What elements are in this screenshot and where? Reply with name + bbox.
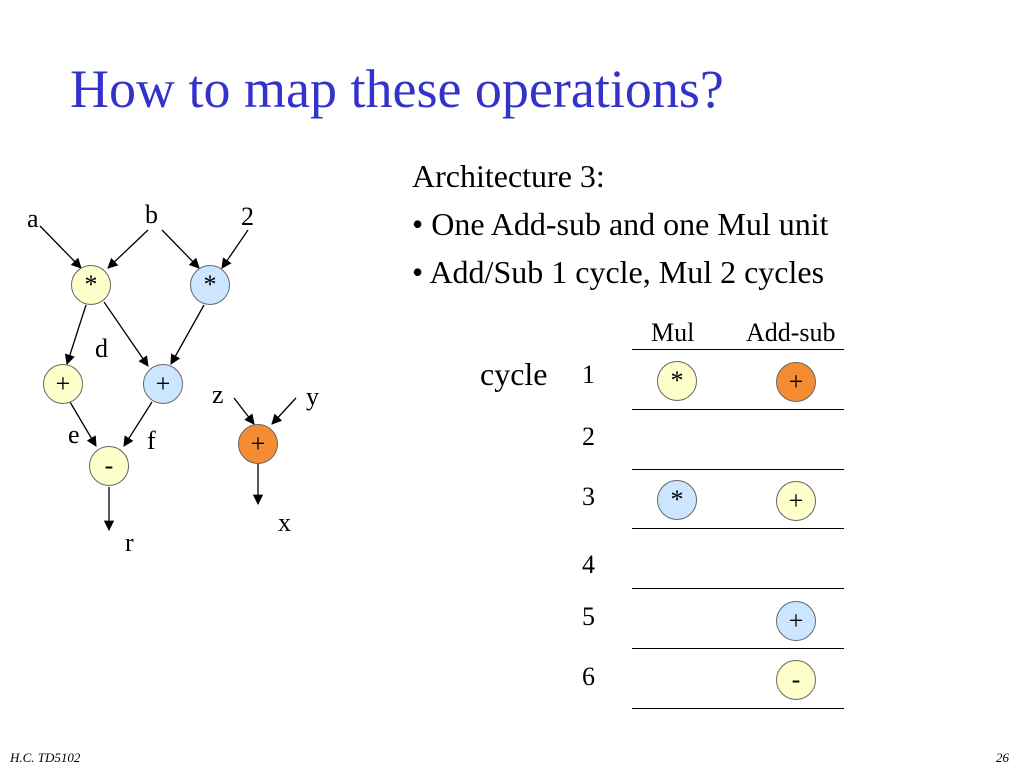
node-mul-2: * [190,265,230,305]
schedule-cycle3-addsub: + [776,481,816,521]
cycle-number-4: 4 [582,550,595,579]
edge-a-mul1 [39,225,82,269]
edge-label-d: d [95,334,108,363]
schedule-cycle1-mul: * [657,361,697,401]
table-rule [632,588,844,589]
architecture-bullet-1: • One Add-sub and one Mul unit [412,206,829,242]
table-rule [632,648,844,649]
footer-course: H.C. TD5102 [10,750,81,765]
cycle-axis-label: cycle [480,356,548,392]
cycle-number-6: 6 [582,662,595,691]
table-rule [632,409,844,410]
cycle-number-5: 5 [582,602,595,631]
table-rule [632,349,844,350]
edge-mul1-add2 [103,301,149,367]
cycle-number-3: 3 [582,482,595,511]
input-y: y [306,382,319,411]
footer-page-number: 26 [996,750,1009,765]
architecture-bullet-2: • Add/Sub 1 cycle, Mul 2 cycles [412,254,825,290]
edge-z-add3 [233,397,255,425]
cycle-number-2: 2 [582,422,595,451]
edge-2-mul2 [221,229,249,269]
page-title: How to map these operations? [70,59,724,119]
node-sub-1: - [89,446,129,486]
edge-mul2-add2 [170,304,205,365]
edge-b-mul2 [161,229,200,269]
cycle-number-1: 1 [582,360,595,389]
output-x: x [278,508,291,537]
input-2: 2 [241,202,254,231]
node-mul-1: * [71,265,111,305]
input-z: z [212,380,224,409]
edge-b-mul1 [107,229,149,269]
node-add-1: + [43,364,83,404]
edge-add2-sub1 [123,401,153,447]
edge-y-add3 [271,397,297,425]
schedule-cycle3-mul: * [657,480,697,520]
edge-label-e: e [68,420,80,449]
edge-add1-sub1 [69,401,97,447]
table-rule [632,528,844,529]
architecture-heading: Architecture 3: [412,158,605,194]
table-rule [632,708,844,709]
edge-mul1-add1 [64,304,87,365]
schedule-cycle6-addsub: - [776,660,816,700]
schedule-cycle1-addsub: + [776,362,816,402]
output-r: r [125,528,134,557]
column-header-add-sub: Add-sub [746,318,836,347]
input-a: a [27,204,39,233]
node-add-3: + [238,424,278,464]
node-add-2: + [143,364,183,404]
input-b: b [145,200,158,229]
schedule-cycle5-addsub: + [776,601,816,641]
table-rule [632,469,844,470]
edge-label-f: f [147,426,156,455]
column-header-mul: Mul [651,318,695,347]
